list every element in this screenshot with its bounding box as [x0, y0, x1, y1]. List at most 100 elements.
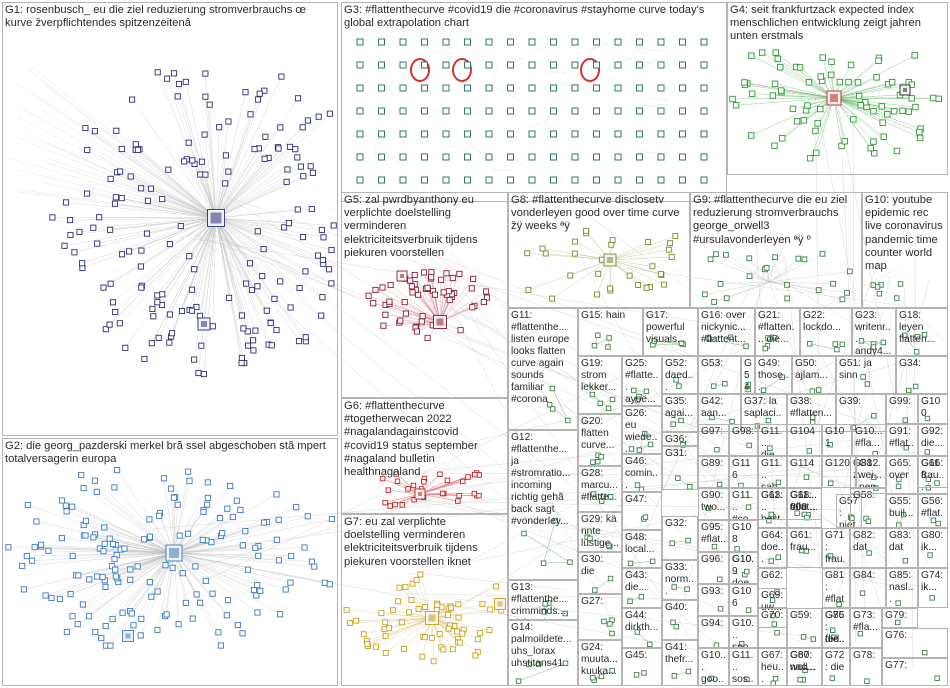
node — [636, 176, 643, 184]
edge — [749, 258, 771, 283]
node — [225, 168, 232, 175]
node — [722, 381, 728, 387]
node — [444, 612, 451, 619]
group-box-g23: G23: writenr... andy4... — [852, 308, 896, 356]
group-box-g72: G72: die — [822, 648, 850, 686]
node — [549, 406, 556, 412]
group-label: G4: seit frankfurtzack expected index me… — [730, 4, 925, 43]
node — [356, 107, 364, 115]
node — [716, 481, 723, 488]
node — [935, 95, 942, 103]
edge — [636, 47, 664, 51]
edge — [421, 291, 891, 557]
edge — [115, 552, 175, 570]
node — [593, 84, 600, 92]
edge — [215, 169, 288, 219]
edge — [95, 552, 175, 633]
node — [483, 294, 491, 301]
edge — [215, 217, 306, 272]
node — [234, 621, 241, 629]
edge — [31, 91, 217, 219]
node — [476, 472, 483, 478]
edge — [32, 552, 175, 561]
node — [431, 291, 439, 298]
group-label: G61: frau... — [790, 530, 817, 554]
node — [238, 359, 245, 367]
edge — [439, 297, 488, 323]
node — [424, 334, 431, 341]
node — [204, 501, 211, 508]
node — [668, 253, 675, 260]
group-box-g24: G24: muuta... kuuka... — [578, 640, 622, 686]
edge — [587, 43, 610, 51]
edge — [215, 217, 324, 265]
node — [633, 672, 640, 678]
edge — [173, 552, 286, 590]
group-label: G38: #flatten... — [790, 396, 832, 420]
edge — [726, 281, 771, 299]
node — [925, 476, 932, 483]
group-label: G25: #flatte... ayoe... — [625, 358, 659, 406]
node — [69, 613, 76, 620]
node — [845, 78, 852, 86]
group-label: G84: — [853, 570, 876, 581]
node — [227, 482, 234, 490]
node — [49, 214, 56, 221]
edge — [629, 46, 642, 55]
node — [678, 417, 684, 424]
group-label: G18: leyen flatten... — [899, 310, 936, 346]
node — [571, 153, 579, 161]
node — [408, 283, 415, 290]
edge — [215, 217, 281, 282]
node — [163, 611, 170, 618]
node — [378, 107, 385, 115]
node — [113, 127, 120, 134]
node — [154, 626, 161, 634]
node — [771, 80, 779, 88]
node — [239, 630, 246, 637]
edge — [191, 217, 217, 311]
edge — [215, 92, 246, 219]
group-label: G81: #flat... — [825, 570, 845, 607]
edge — [110, 217, 217, 284]
node — [841, 138, 849, 145]
edge — [833, 97, 898, 152]
edge — [46, 157, 217, 219]
node — [784, 281, 790, 288]
edge — [422, 283, 884, 589]
edge — [640, 104, 669, 107]
group-box-g94: G94: — [698, 616, 729, 648]
node — [810, 636, 817, 642]
group-label: G83: dat — [889, 530, 914, 554]
node — [769, 597, 776, 603]
node — [455, 614, 462, 621]
group-label: G65: over — [889, 458, 914, 482]
edge — [840, 126, 866, 615]
group-box-g119: G11... die... — [758, 424, 787, 456]
node — [636, 447, 643, 453]
node — [116, 320, 123, 327]
edge — [215, 98, 299, 219]
hub-avatar — [400, 274, 404, 278]
group-box-g86: G86: fed... — [822, 608, 850, 648]
node — [880, 133, 887, 140]
edge — [191, 217, 217, 290]
group-label: G70: — [761, 610, 784, 621]
group-box-g19: G19: strom lekker... — [578, 356, 622, 414]
node — [399, 176, 407, 184]
group-box-g89: G89: — [698, 456, 729, 488]
edge — [22, 189, 217, 219]
edge — [833, 276, 891, 538]
node — [890, 108, 898, 115]
node — [541, 609, 547, 615]
node — [711, 543, 718, 550]
node — [746, 255, 753, 262]
node — [671, 584, 677, 590]
node — [437, 471, 443, 477]
node — [446, 296, 453, 304]
group-label: G19: strom lekker... — [581, 358, 617, 394]
node — [908, 95, 915, 102]
edge — [215, 217, 253, 291]
edge — [105, 552, 175, 646]
group-box-g107: G10... goo... — [698, 648, 729, 686]
